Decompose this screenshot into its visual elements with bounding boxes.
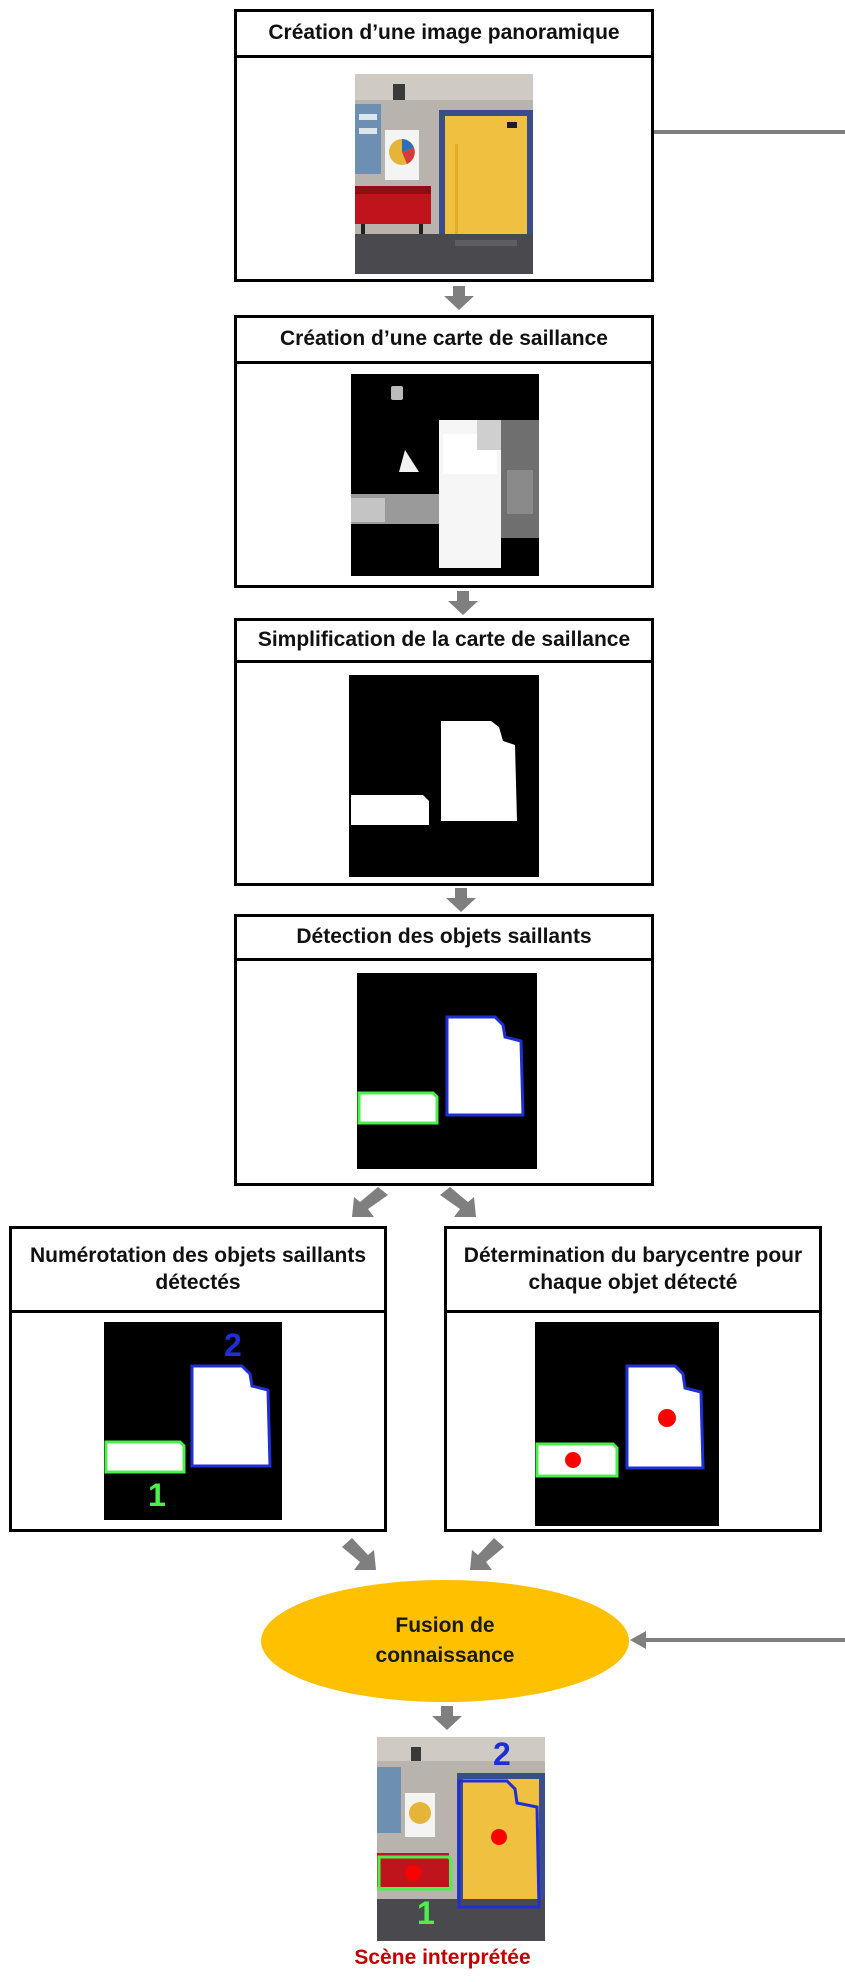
arrow-step1-to-step2 xyxy=(444,286,474,310)
interpreted-scene-image xyxy=(377,1737,545,1941)
panorama-side-connector xyxy=(654,130,845,134)
result-object-1-label: 1 xyxy=(417,1895,435,1931)
object-number-1-label: 1 xyxy=(148,1477,166,1513)
detected-objects-image xyxy=(357,973,537,1169)
step-panorama-title: Création d’une image panoramique xyxy=(237,12,651,58)
object-number-2-label: 2 xyxy=(224,1327,242,1363)
step-detection-box: Détection des objets saillants xyxy=(234,914,654,1186)
step-simplification-title: Simplification de la carte de saillance xyxy=(237,621,651,663)
arrow-step4-to-numbering xyxy=(352,1187,388,1217)
barycentre-image xyxy=(535,1322,719,1526)
simplified-map-image xyxy=(349,675,539,877)
panorama-photo xyxy=(355,74,533,274)
step-saliency-title: Création d’une carte de saillance xyxy=(237,318,651,364)
numbered-objects-image xyxy=(104,1322,282,1520)
step-barycentre-title: Détermination du barycentre pour chaque … xyxy=(447,1229,819,1313)
arrow-barycentre-to-fusion xyxy=(470,1538,504,1570)
knowledge-fusion-node: Fusion de connaissance xyxy=(261,1580,629,1702)
arrow-step2-to-step3 xyxy=(448,591,478,615)
step-saliency-box: Création d’une carte de saillance xyxy=(234,315,654,588)
fusion-side-connector-line xyxy=(644,1638,845,1642)
fusion-label-line-2: connaissance xyxy=(375,1644,515,1667)
result-object-2-label: 2 xyxy=(493,1736,511,1772)
saliency-map-image xyxy=(351,374,539,576)
arrow-step3-to-step4 xyxy=(446,888,476,912)
fusion-side-connector-arrowhead xyxy=(630,1631,646,1649)
arrow-fusion-to-result xyxy=(432,1706,462,1730)
step-barycentre-box: Détermination du barycentre pour chaque … xyxy=(444,1226,822,1532)
arrow-step4-to-barycentre xyxy=(440,1187,476,1217)
step-numbering-box: Numérotation des objets saillants détect… xyxy=(9,1226,387,1532)
step-detection-title: Détection des objets saillants xyxy=(237,917,651,961)
fusion-label-line-1: Fusion de xyxy=(395,1613,495,1637)
step-panorama-box: Création d’une image panoramique xyxy=(234,9,654,282)
result-caption: Scène interprétée xyxy=(354,1946,531,1969)
step-simplification-box: Simplification de la carte de saillance xyxy=(234,618,654,886)
arrow-numbering-to-fusion xyxy=(342,1538,376,1570)
step-numbering-title: Numérotation des objets saillants détect… xyxy=(12,1229,384,1313)
